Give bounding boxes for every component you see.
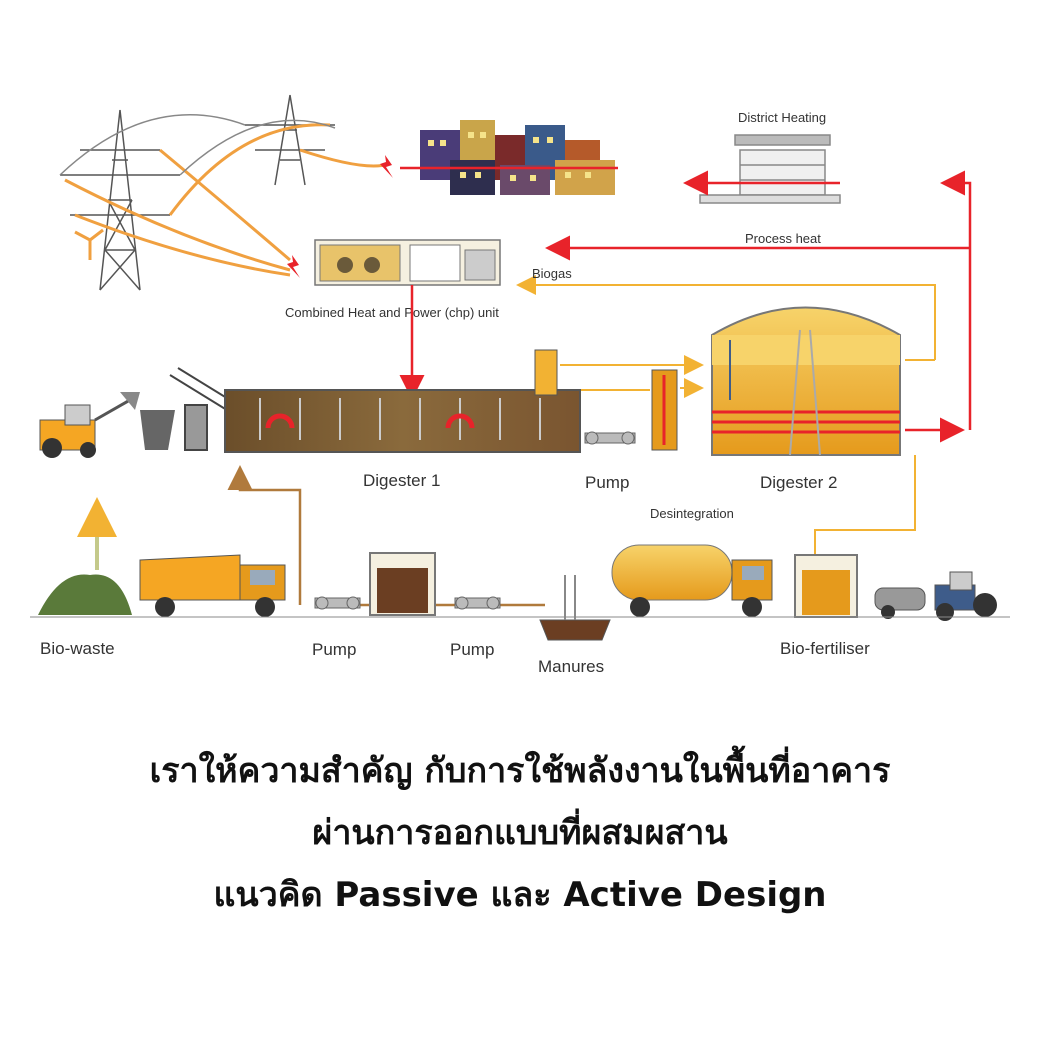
town-houses bbox=[420, 120, 615, 195]
heat-lines bbox=[399, 166, 972, 443]
pump-left bbox=[314, 596, 361, 610]
desintegration-label: Desintegration bbox=[650, 506, 734, 521]
garbage-truck-icon bbox=[139, 554, 286, 617]
process-heat-label: Process heat bbox=[745, 231, 821, 246]
caption-line-1: เราให้ความสำคัญ กับการใช้พลังงานในพื้นที… bbox=[149, 751, 891, 791]
caption-line-2: ผ่านการออกแบบที่ผสมผสาน bbox=[312, 813, 728, 853]
biogas-label: Biogas bbox=[532, 266, 572, 281]
pump-right bbox=[454, 596, 501, 610]
pump-right-label: Pump bbox=[450, 640, 494, 659]
chp-unit bbox=[314, 239, 501, 286]
digester-2-tank bbox=[711, 306, 901, 456]
bio-fertiliser-label: Bio-fertiliser bbox=[780, 639, 870, 658]
caption-line-3: แนวคิด Passive และ Active Design bbox=[213, 875, 827, 915]
manures-label: Manures bbox=[538, 657, 604, 676]
front-loader-tractor-icon bbox=[39, 392, 175, 458]
storage-tank bbox=[369, 552, 436, 616]
power-pylon-right bbox=[245, 94, 335, 186]
tanker-truck-icon bbox=[611, 544, 773, 617]
power-lines bbox=[59, 114, 386, 277]
desintegration-unit bbox=[651, 369, 678, 451]
bio-waste-pile bbox=[38, 574, 132, 615]
pump-center-label: Pump bbox=[585, 473, 629, 492]
digester-1 bbox=[224, 349, 581, 453]
pump-left-label: Pump bbox=[312, 640, 356, 659]
bio-fertiliser-tank bbox=[794, 554, 858, 618]
chp-unit-label: Combined Heat and Power (chp) unit bbox=[285, 305, 499, 320]
caption: เราให้ความสำคัญ กับการใช้พลังงานในพื้นที… bbox=[0, 740, 1040, 926]
bio-waste-label: Bio-waste bbox=[40, 639, 115, 658]
tractor-trailer-icon bbox=[874, 571, 997, 621]
biogas-process-diagram: District Heating Combined Heat and Power… bbox=[30, 94, 1010, 676]
digester-2-label: Digester 2 bbox=[760, 473, 837, 492]
pump-center bbox=[584, 431, 636, 445]
small-turbine-icon bbox=[74, 228, 104, 260]
lightning-icon bbox=[287, 155, 393, 278]
power-pylon-left bbox=[60, 109, 180, 291]
digester-1-label: Digester 1 bbox=[363, 471, 440, 490]
district-heating-building bbox=[699, 134, 841, 204]
manures-pit bbox=[539, 575, 611, 641]
district-heating-label: District Heating bbox=[738, 110, 826, 125]
